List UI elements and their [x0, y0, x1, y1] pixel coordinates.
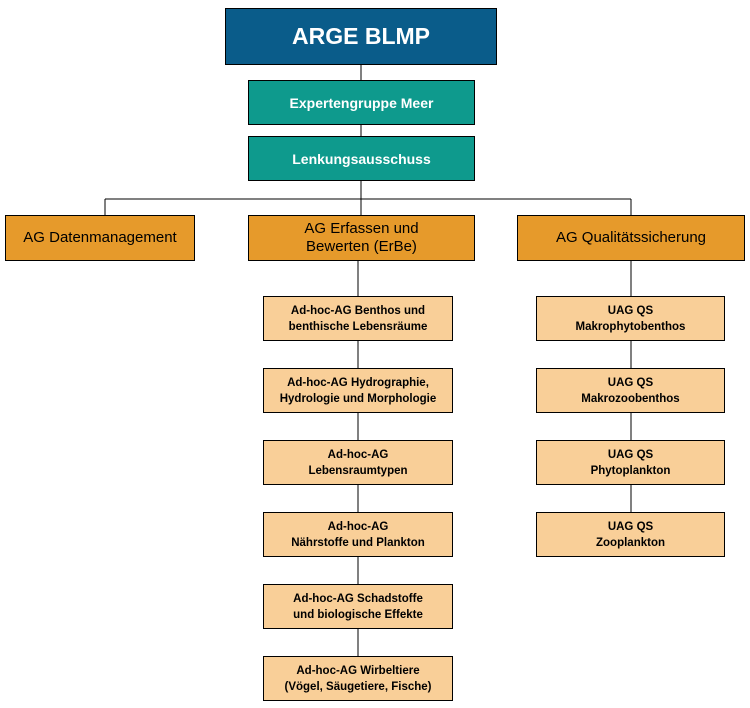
erbe-subgroup-naehrstoffe: Ad-hoc-AG Nährstoffe und Plankton: [263, 512, 453, 557]
lenkungsausschuss-box: Lenkungsausschuss: [248, 136, 475, 181]
qs-subgroup-phytoplankton: UAG QS Phytoplankton: [536, 440, 725, 485]
ag-erbe-box: AG Erfassen und Bewerten (ErBe): [248, 215, 475, 261]
qs-subgroup-makrophytobenthos: UAG QS Makrophytobenthos: [536, 296, 725, 341]
erbe-subgroup-benthos: Ad-hoc-AG Benthos und benthische Lebensr…: [263, 296, 453, 341]
expertengruppe-box: Expertengruppe Meer: [248, 80, 475, 125]
erbe-subgroup-wirbeltiere: Ad-hoc-AG Wirbeltiere (Vögel, Säugetiere…: [263, 656, 453, 701]
ag-qualitaetssicherung-box: AG Qualitätssicherung: [517, 215, 745, 261]
erbe-subgroup-schadstoffe: Ad-hoc-AG Schadstoffe und biologische Ef…: [263, 584, 453, 629]
erbe-subgroup-hydrographie: Ad-hoc-AG Hydrographie, Hydrologie und M…: [263, 368, 453, 413]
qs-subgroup-zooplankton: UAG QS Zooplankton: [536, 512, 725, 557]
erbe-subgroup-lebensraumtypen: Ad-hoc-AG Lebensraumtypen: [263, 440, 453, 485]
qs-subgroup-makrozoobenthos: UAG QS Makrozoobenthos: [536, 368, 725, 413]
arge-blmp-box: ARGE BLMP: [225, 8, 497, 65]
ag-datenmanagement-box: AG Datenmanagement: [5, 215, 195, 261]
